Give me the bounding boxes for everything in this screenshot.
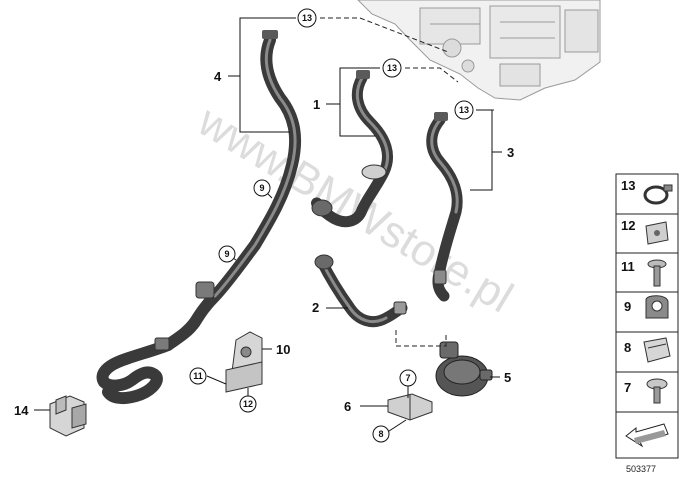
legend-item-11: 11 <box>621 259 667 287</box>
callouts: 4 1 3 2 5 6 10 14 13 13 13 9 9 11 <box>14 8 514 443</box>
callout-13-a: 13 <box>302 13 312 23</box>
hose-2 <box>314 254 408 328</box>
screw-icon <box>646 378 668 404</box>
spring-clip-icon <box>643 337 671 363</box>
bolt-icon <box>647 259 667 287</box>
legend-item-8: 8 <box>624 337 671 363</box>
circle-callout-9-a: 9 <box>253 179 271 197</box>
callout-12: 12 <box>243 399 253 409</box>
legend-number-7: 7 <box>624 380 631 395</box>
engine-block-illustration <box>357 0 601 101</box>
callout-5: 5 <box>504 370 511 385</box>
circle-callout-13-c: 13 <box>454 100 474 120</box>
legend-number-9: 9 <box>624 299 631 314</box>
callout-2: 2 <box>312 300 319 315</box>
holder-14 <box>49 395 87 437</box>
circle-callout-11: 11 <box>189 367 207 385</box>
callout-4: 4 <box>214 69 222 84</box>
callout-11: 11 <box>193 371 203 381</box>
leader-lines <box>34 17 502 434</box>
legend-number-12: 12 <box>621 218 635 233</box>
callout-3: 3 <box>507 145 514 160</box>
callout-10: 10 <box>276 342 290 357</box>
callout-6: 6 <box>344 399 351 414</box>
legend-item-12: 12 <box>621 218 669 245</box>
pump-bracket <box>387 393 433 421</box>
circle-callout-12: 12 <box>239 395 257 413</box>
legend-item-7: 7 <box>624 378 668 404</box>
legend-number-11: 11 <box>621 259 635 274</box>
direction-arrow-icon <box>625 423 669 448</box>
circle-callout-7: 7 <box>399 369 417 387</box>
hose-clamp-icon <box>643 185 669 205</box>
circle-callout-13-b: 13 <box>382 58 402 78</box>
hose-1 <box>311 70 393 228</box>
legend-number-8: 8 <box>624 340 631 355</box>
callout-9-b: 9 <box>224 249 229 259</box>
diagram-number: 503377 <box>626 464 656 474</box>
hose-holder-icon <box>645 295 669 319</box>
hose-4 <box>96 30 302 405</box>
callout-13-b: 13 <box>387 63 397 73</box>
circle-callout-8: 8 <box>372 425 390 443</box>
hose-3 <box>426 112 463 302</box>
callout-14: 14 <box>14 403 29 418</box>
legend-item-13: 13 <box>621 178 673 205</box>
callout-7: 7 <box>405 373 410 383</box>
water-pump <box>435 341 493 397</box>
callout-13-c: 13 <box>459 105 469 115</box>
watermark: www.BMWstore.pl <box>189 96 521 322</box>
circle-callout-13-a: 13 <box>297 8 317 28</box>
legend-number-13: 13 <box>621 178 635 193</box>
parts-legend: 13 12 11 9 8 7 <box>615 173 679 459</box>
callout-8: 8 <box>378 429 383 439</box>
callout-1: 1 <box>313 97 320 112</box>
holder-10 <box>225 331 263 393</box>
legend-item-9: 9 <box>624 295 669 319</box>
circle-callout-9-b: 9 <box>218 245 236 263</box>
callout-9-a: 9 <box>259 183 264 193</box>
